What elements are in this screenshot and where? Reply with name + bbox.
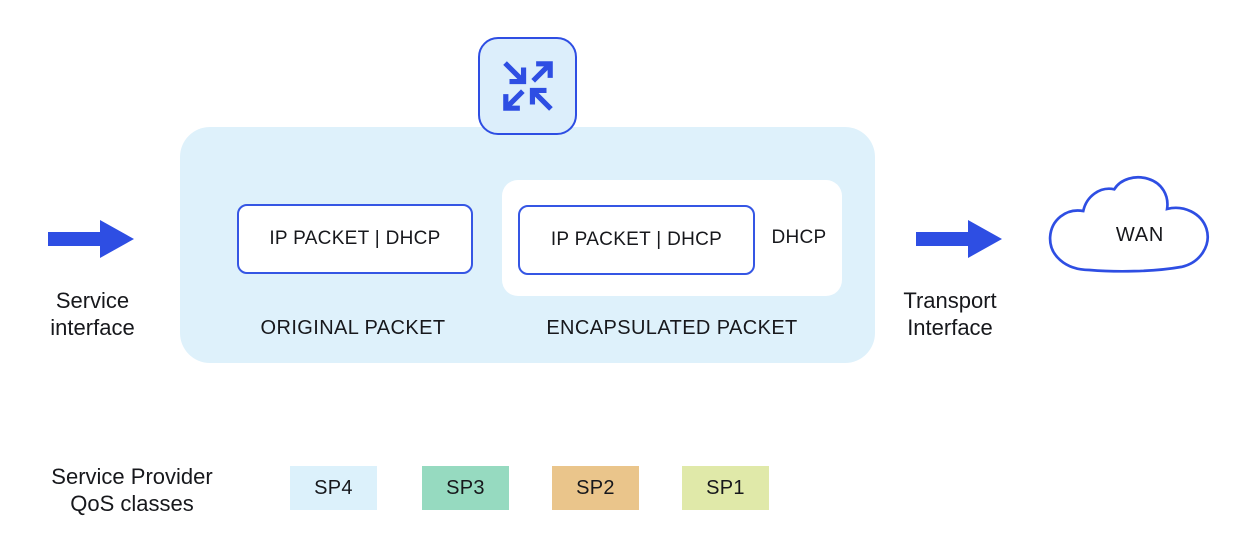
original-packet-box: IP PACKET | DHCP	[237, 204, 473, 274]
qos-class-chip-sp4: SP4	[290, 466, 377, 510]
original-packet-box-text: IP PACKET | DHCP	[269, 228, 441, 249]
wan-cloud-icon	[1048, 175, 1209, 273]
qos-class-chip-label: SP2	[576, 476, 615, 499]
encapsulation-header-text: DHCP	[771, 227, 827, 248]
transport-interface-line1: Transport	[903, 288, 997, 313]
encapsulated-packet-container: IP PACKET | DHCP DHCP	[502, 180, 842, 296]
qos-class-chip-sp1: SP1	[682, 466, 769, 510]
crossing-arrows-icon	[502, 61, 553, 111]
transport-interface-arrow-icon	[916, 220, 1002, 258]
encapsulated-packet-label: ENCAPSULATED PACKET	[546, 317, 798, 339]
original-packet-label: ORIGINAL PACKET	[260, 317, 446, 339]
qos-class-chip-sp3: SP3	[422, 466, 509, 510]
transport-interface-line2: Interface	[907, 315, 993, 340]
service-interface-line2: interface	[50, 315, 135, 340]
qos-class-chip-label: SP4	[314, 476, 353, 499]
service-interface-line1: Service	[55, 288, 130, 313]
encapsulated-inner-packet-box: IP PACKET | DHCP	[518, 205, 755, 275]
service-interface-arrow-icon	[48, 220, 134, 258]
qos-class-chip-sp2: SP2	[552, 466, 639, 510]
packet-panel: IP PACKET | DHCP IP PACKET | DHCP DHCP O…	[180, 127, 875, 363]
qos-class-chip-label: SP3	[446, 476, 485, 499]
encapsulated-inner-box-text: IP PACKET | DHCP	[550, 229, 723, 250]
qos-legend-title-line2: QoS classes	[70, 491, 194, 516]
qos-legend-title-line1: Service Provider	[51, 464, 213, 489]
service-interface-label: Service interface	[15, 287, 170, 341]
qos-legend-title: Service Provider QoS classes	[22, 463, 242, 517]
transport-interface-label: Transport Interface	[875, 287, 1025, 341]
wan-label: WAN	[1115, 224, 1165, 246]
qos-class-chip-label: SP1	[706, 476, 745, 499]
router-icon	[478, 37, 577, 135]
